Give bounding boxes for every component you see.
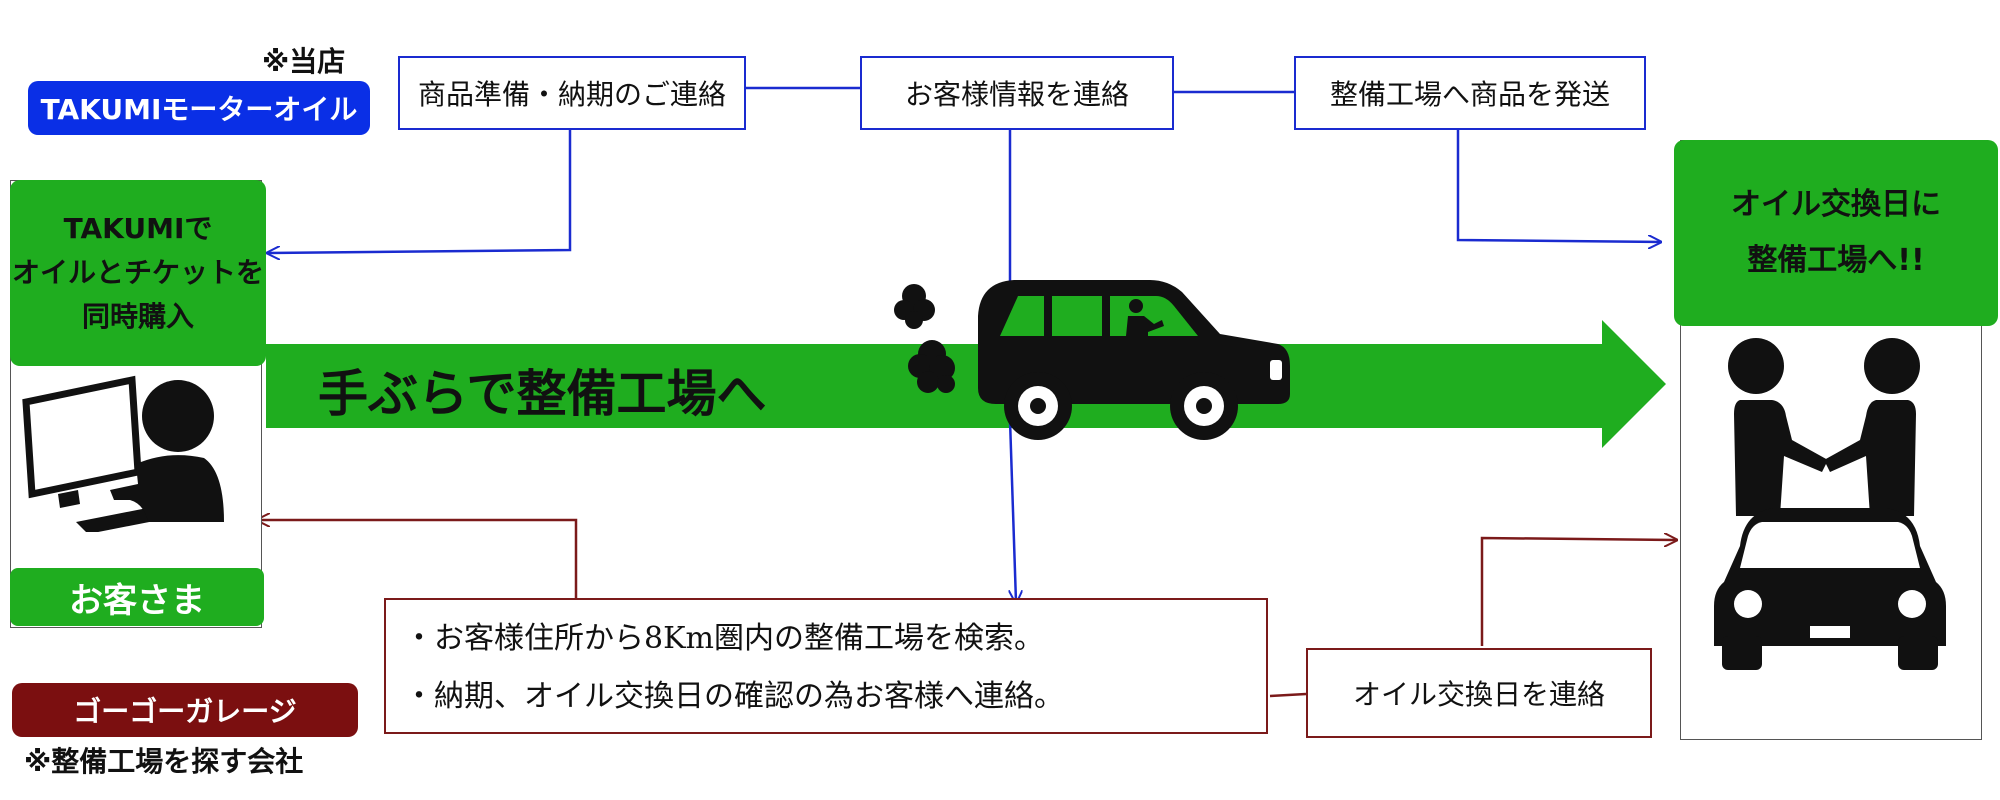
shop-panel: オイル交換日に 整備工場へ!! [1674, 140, 1998, 326]
ship-label: 整備工場へ商品を発送 [1329, 78, 1610, 111]
garage-task-1: ・お客様住所から8Km圏内の整備工場を検索。 [404, 621, 1044, 656]
notify-label: オイル交換日を連絡 [1352, 678, 1605, 711]
garage-note: ※整備工場を探す会社 [24, 745, 304, 778]
notify-box: オイル交換日を連絡 [1306, 648, 1652, 738]
purchase-line-2: オイルとチケットを [11, 256, 264, 289]
customer-info-label: お客様情報を連絡 [904, 78, 1129, 111]
main-flow-arrow [266, 320, 1666, 448]
shop-line-1: オイル交換日に [1731, 187, 1941, 222]
purchase-line-1: TAKUMIで [63, 212, 213, 245]
main-arrow-text: 手ぶらで整備工場へ [318, 365, 767, 423]
garage-task-2: ・納期、オイル交換日の確認の為お客様へ連絡。 [404, 679, 1064, 714]
shop-line-2: 整備工場へ!! [1747, 243, 1925, 278]
prepare-label: 商品準備・納期のご連絡 [417, 78, 726, 111]
customer-label: お客さま [69, 580, 205, 621]
car-icon [894, 280, 1290, 440]
garage-badge: ゴーゴーガレージ [12, 683, 358, 737]
ship-box: 整備工場へ商品を発送 [1294, 56, 1646, 130]
customer-computer-icon [22, 375, 224, 532]
customer-label-panel: お客さま [10, 568, 264, 626]
customer-info-box: お客様情報を連絡 [860, 56, 1174, 130]
purchase-panel: TAKUMIで オイルとチケットを 同時購入 [10, 180, 266, 366]
purchase-line-3: 同時購入 [81, 300, 194, 333]
prepare-box: 商品準備・納期のご連絡 [398, 56, 746, 130]
garage-tasks-box: ・お客様住所から8Km圏内の整備工場を検索。 ・納期、オイル交換日の確認の為お客… [384, 598, 1268, 734]
store-note: ※当店 [262, 45, 346, 78]
handshake-car-icon [1714, 338, 1946, 670]
store-badge: TAKUMIモーターオイル [28, 81, 370, 135]
